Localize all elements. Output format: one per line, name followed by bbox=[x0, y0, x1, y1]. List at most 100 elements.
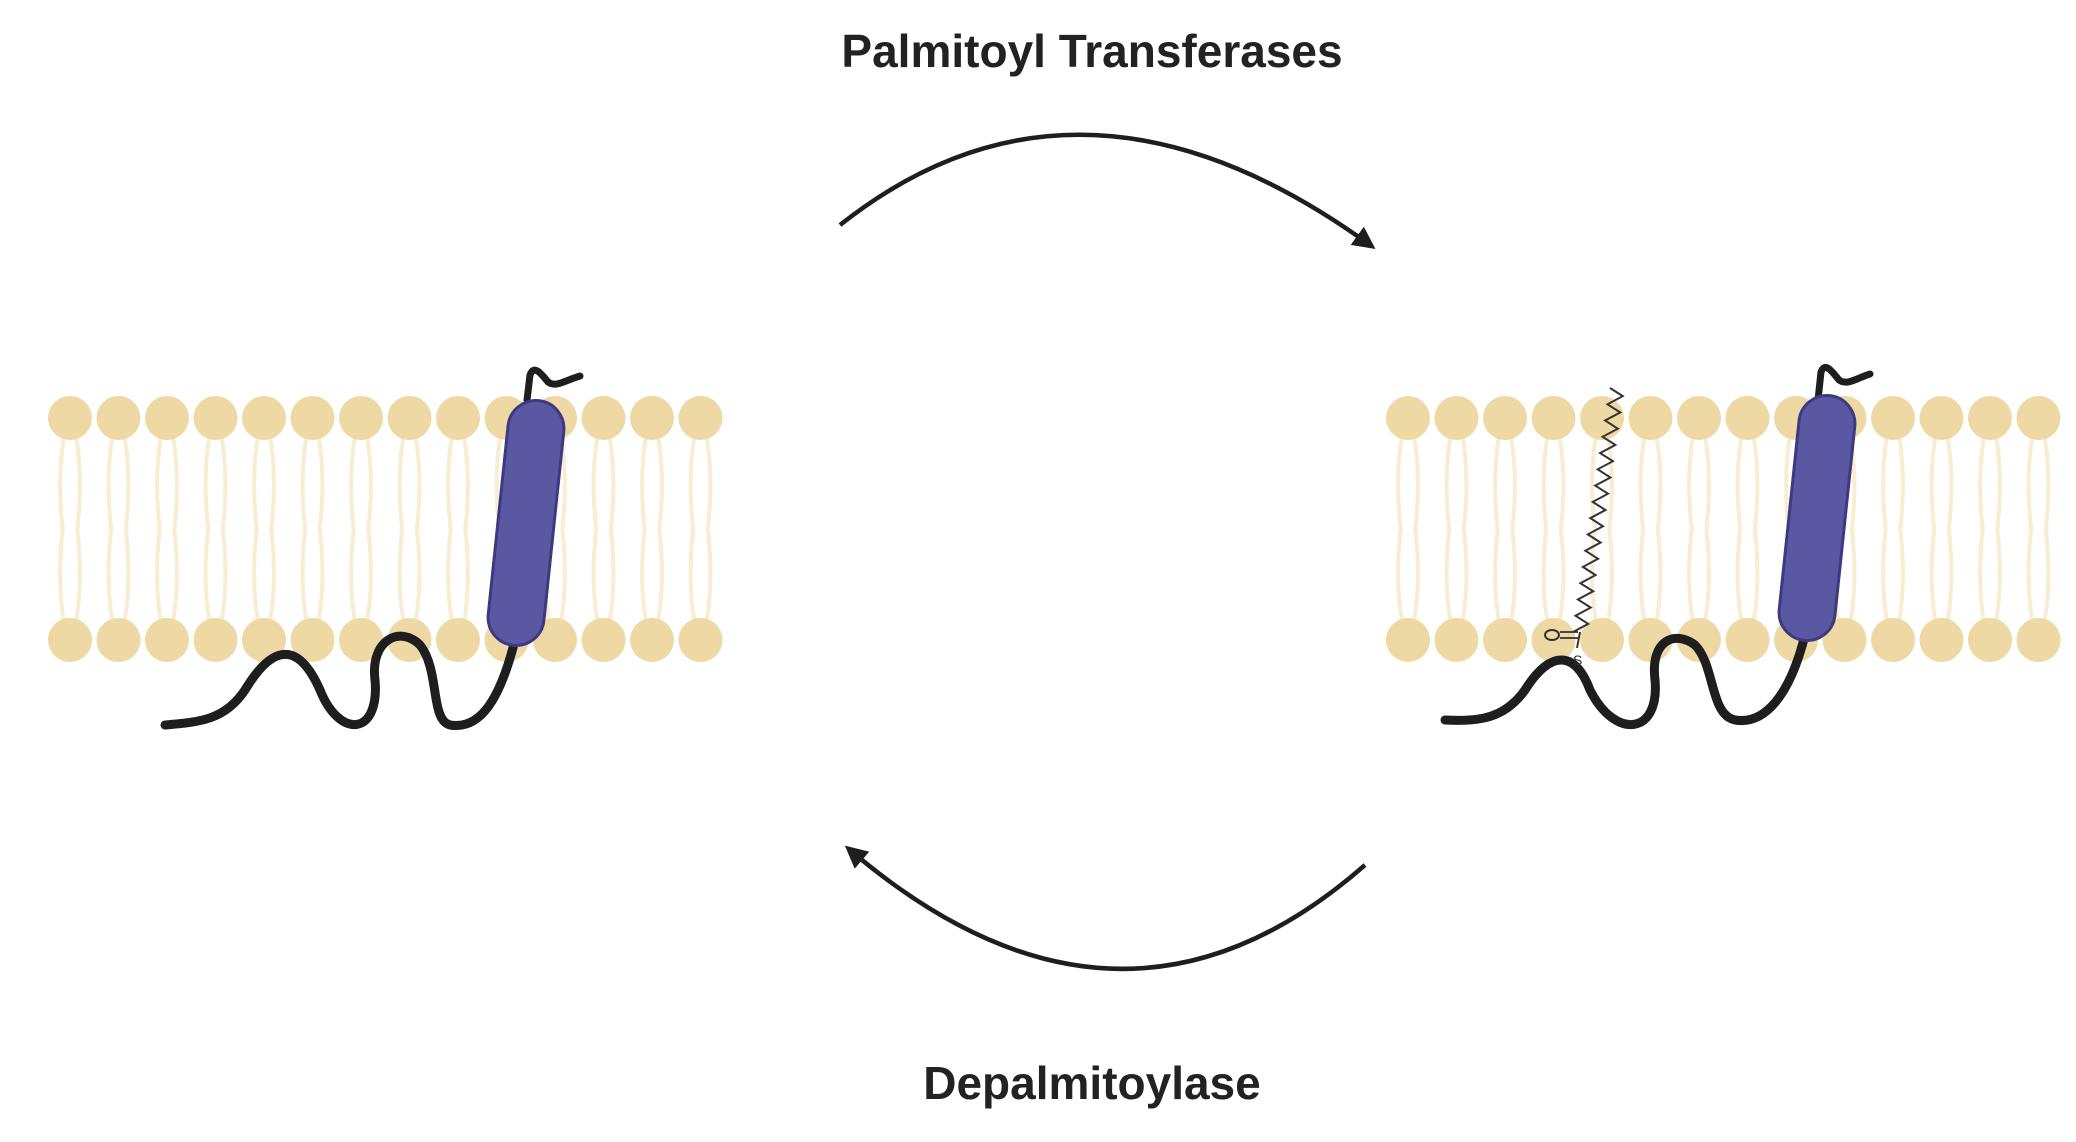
lipid-head bbox=[1531, 396, 1576, 440]
lipid-tail bbox=[106, 527, 115, 623]
lipid-tail bbox=[1460, 435, 1469, 531]
lipid-tail bbox=[219, 527, 228, 623]
transmembrane-helix-right bbox=[1777, 394, 1857, 642]
lipid-tail bbox=[316, 527, 325, 623]
protein-unmodified bbox=[160, 366, 584, 731]
lipid-tail bbox=[1557, 435, 1566, 531]
lipid-tail bbox=[1945, 527, 1954, 623]
lipid-tail bbox=[462, 435, 470, 531]
lipid-tail bbox=[607, 527, 616, 623]
lipid-tail bbox=[1509, 435, 1517, 531]
lipid-head bbox=[1386, 618, 1430, 662]
lipid-tail bbox=[1396, 527, 1404, 623]
protein-palmitoylated: S bbox=[1440, 364, 1874, 730]
lipid-head bbox=[1434, 396, 1479, 440]
lipid-tail bbox=[2026, 435, 2035, 531]
lipid-head bbox=[242, 396, 286, 440]
lipid-tail bbox=[171, 435, 179, 531]
lipid-head bbox=[2016, 618, 2061, 662]
lipid-tail bbox=[1994, 527, 2002, 623]
lipid-tail bbox=[58, 527, 66, 623]
lipid-head bbox=[1386, 396, 1430, 440]
protein-backbone-left bbox=[160, 631, 520, 731]
lipid-tail bbox=[1897, 527, 1905, 623]
lipid-tail bbox=[316, 435, 325, 531]
lipid-head bbox=[581, 618, 626, 662]
lipid-head bbox=[193, 618, 238, 662]
palmitoyl-transferases-label: Palmitoyl Transferases bbox=[841, 25, 1343, 77]
lipid-tail bbox=[106, 435, 115, 531]
lipid-tail bbox=[349, 435, 357, 531]
lipid-tail bbox=[591, 435, 600, 531]
lipid-tail bbox=[268, 527, 276, 623]
lipid-head bbox=[193, 396, 238, 440]
lipid-tail bbox=[1687, 527, 1695, 623]
lipid-head bbox=[1725, 396, 1770, 440]
lipid-tail bbox=[1703, 435, 1711, 531]
lipid-tail bbox=[1687, 435, 1695, 531]
lipid-tail bbox=[1638, 527, 1647, 623]
lipid-tail bbox=[122, 435, 131, 531]
lipid-head bbox=[145, 618, 189, 662]
lipid-tail bbox=[1606, 435, 1614, 531]
lipid-tail bbox=[203, 527, 212, 623]
palmitate-chain bbox=[1572, 387, 1625, 633]
lipid-tail bbox=[1897, 435, 1905, 531]
lipid-tail bbox=[1541, 435, 1550, 531]
lipid-tail bbox=[413, 435, 422, 531]
lipid-tail bbox=[74, 527, 82, 623]
carbonyl-oxygen bbox=[1544, 629, 1560, 641]
lipid-tail bbox=[268, 435, 276, 531]
lipid-head bbox=[145, 396, 189, 440]
lipid-head bbox=[96, 396, 141, 440]
lipid-tail bbox=[1606, 527, 1614, 623]
reverse-arrow bbox=[844, 845, 1367, 971]
lipid-tail bbox=[462, 527, 470, 623]
lipid-tail bbox=[171, 527, 179, 623]
lipid-head bbox=[630, 396, 674, 440]
lipid-tail bbox=[1541, 527, 1550, 623]
protein-n-terminus-left bbox=[523, 366, 584, 404]
lipid-tail bbox=[1444, 527, 1453, 623]
lipid-tail bbox=[252, 435, 260, 531]
lipid-bilayer-right bbox=[1386, 396, 2061, 662]
lipid-head bbox=[1628, 396, 1673, 440]
lipid-tail bbox=[1654, 527, 1663, 623]
lipid-tail bbox=[1994, 435, 2002, 531]
lipid-head bbox=[1822, 618, 1867, 662]
lipid-head bbox=[290, 396, 335, 440]
lipid-tail bbox=[1412, 527, 1420, 623]
lipid-tail bbox=[1460, 527, 1469, 623]
lipid-tail bbox=[58, 435, 66, 531]
lipid-tail bbox=[640, 435, 648, 531]
lipid-tail bbox=[349, 527, 357, 623]
lipid-tail bbox=[1412, 435, 1420, 531]
lipid-head bbox=[1434, 618, 1479, 662]
lipid-tail bbox=[1735, 527, 1744, 623]
protein-backbone-right bbox=[1440, 630, 1810, 730]
lipid-tail bbox=[688, 435, 697, 531]
lipid-tail bbox=[365, 435, 373, 531]
lipid-head bbox=[581, 396, 626, 440]
lipid-tail bbox=[1751, 527, 1760, 623]
lipid-tail bbox=[1444, 435, 1453, 531]
lipid-tail bbox=[1557, 527, 1566, 623]
lipid-head bbox=[1580, 396, 1624, 440]
lipid-head bbox=[436, 396, 480, 440]
lipid-tail bbox=[365, 527, 373, 623]
lipid-head bbox=[48, 618, 92, 662]
forward-arrow bbox=[838, 132, 1376, 249]
lipid-head bbox=[48, 396, 92, 440]
sulfur-atom: S bbox=[1573, 652, 1582, 668]
lipid-tail bbox=[559, 527, 567, 623]
lipid-tail bbox=[300, 527, 309, 623]
lipid-tail bbox=[155, 435, 163, 531]
lipid-tail bbox=[1396, 435, 1404, 531]
lipid-head bbox=[678, 618, 723, 662]
lipid-head bbox=[1968, 396, 2012, 440]
thioester-bond bbox=[1576, 631, 1581, 649]
lipid-tail bbox=[704, 435, 713, 531]
lipid-head bbox=[1677, 618, 1721, 662]
carbonyl-bond bbox=[1560, 631, 1578, 639]
